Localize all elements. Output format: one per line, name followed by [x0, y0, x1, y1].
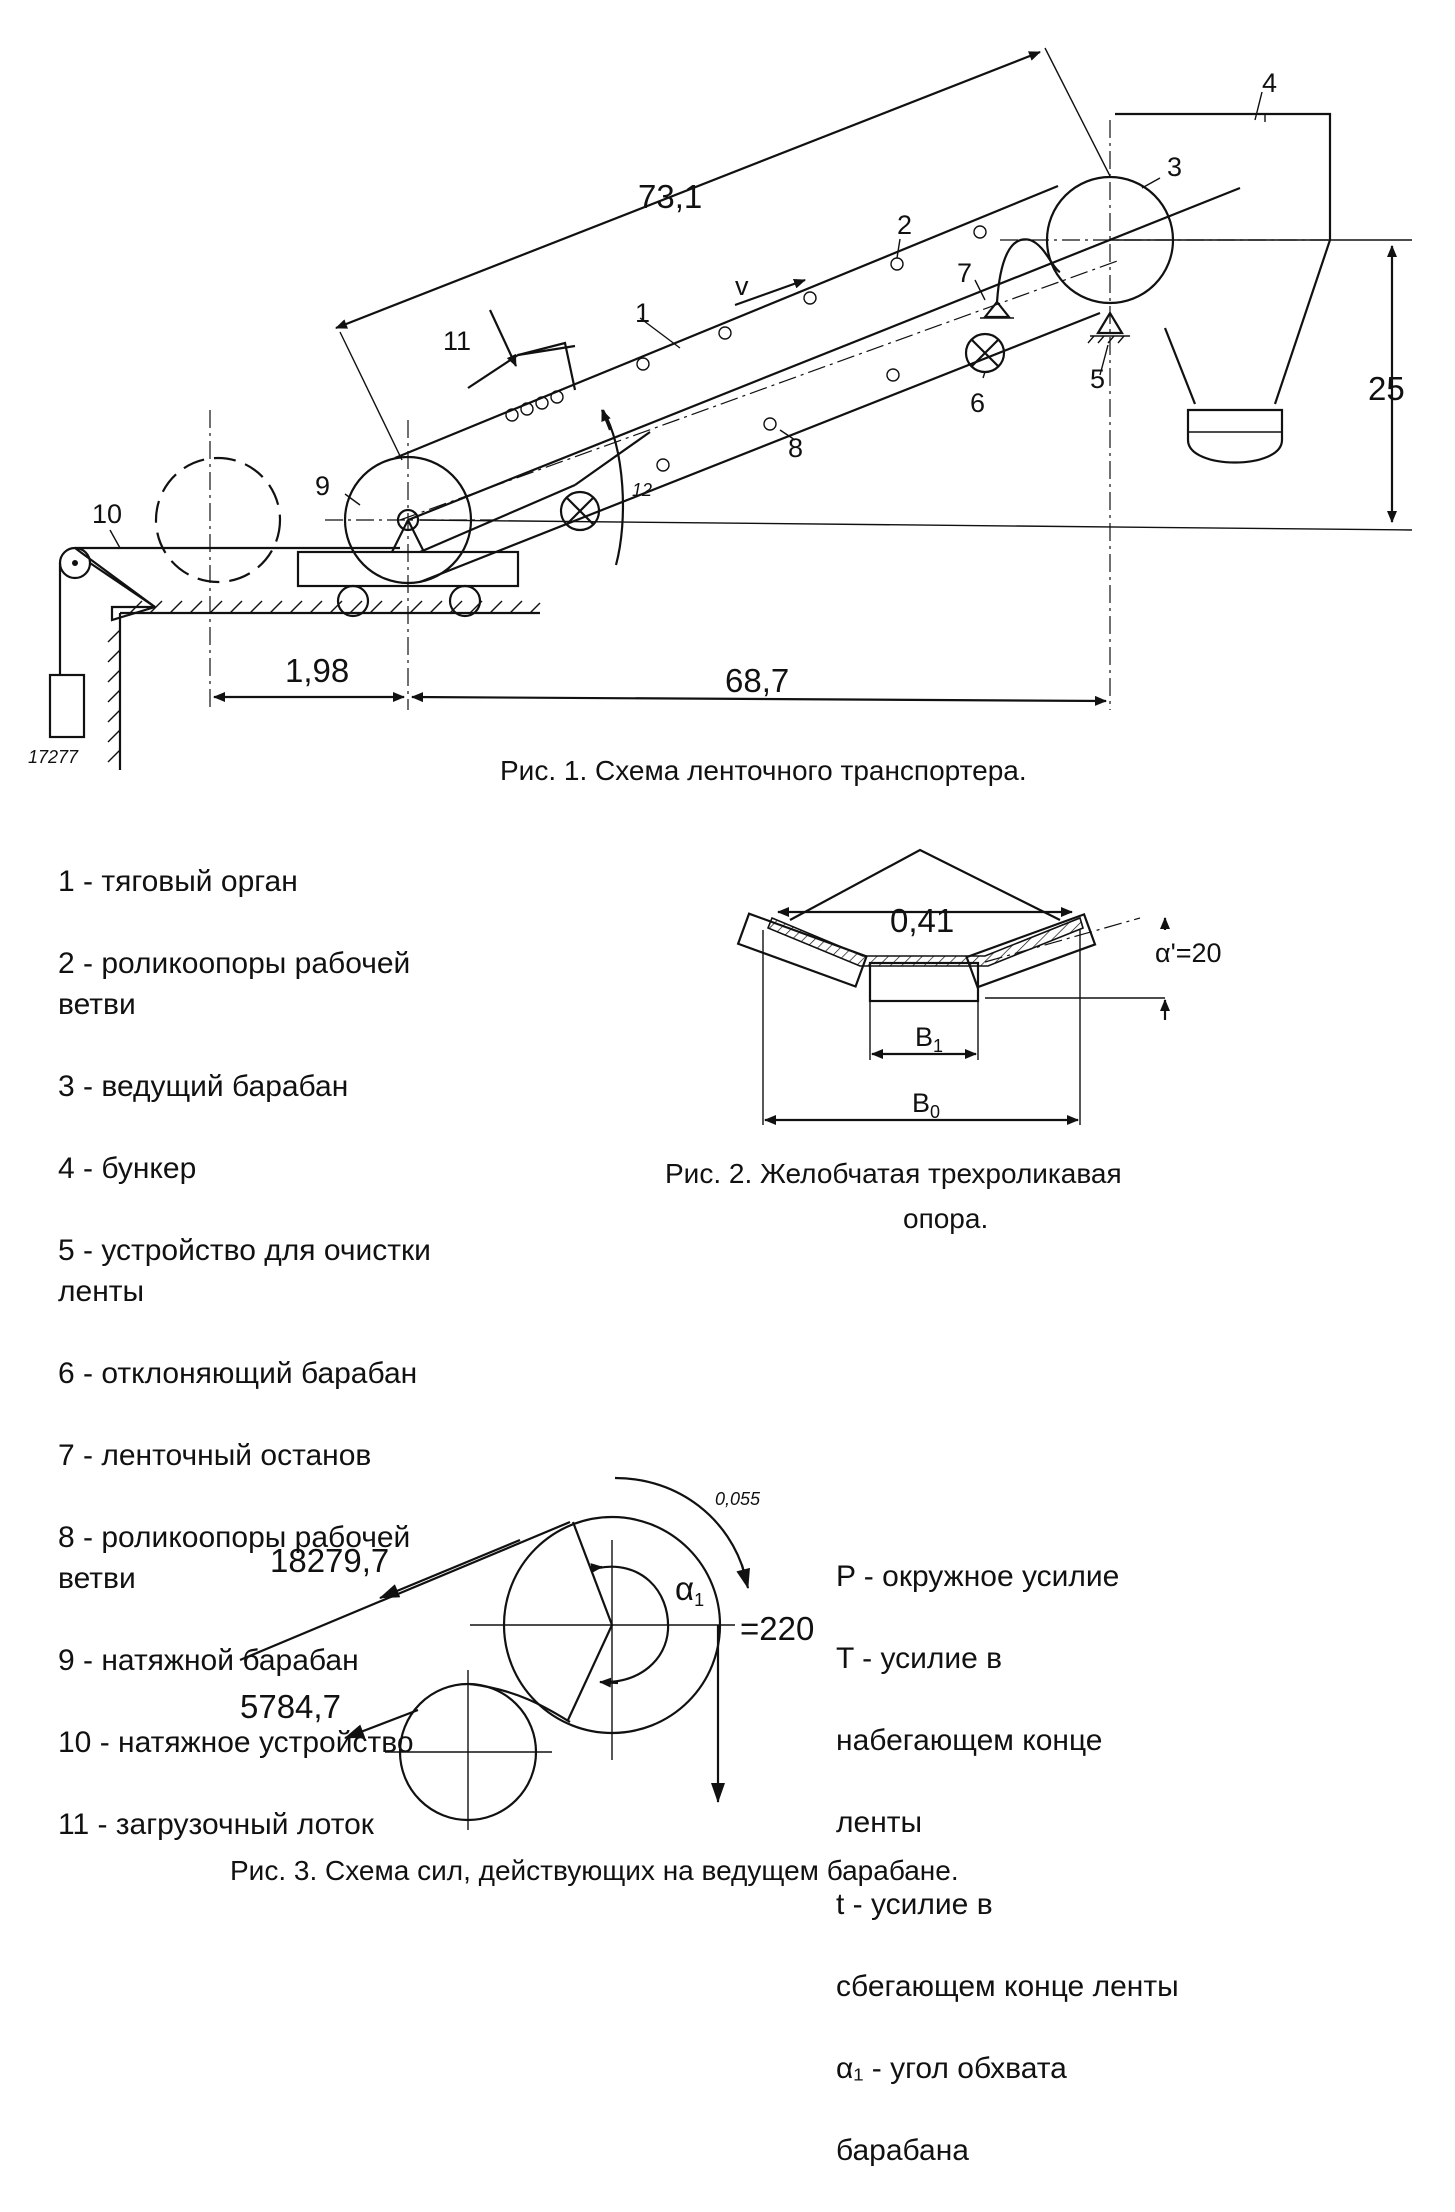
note-item: ленты: [836, 1806, 923, 1839]
fig1-legend: 1 - тяговый орган 2 - роликоопоры рабоче…: [58, 820, 498, 1886]
cleaning-device: [1087, 310, 1130, 344]
horizontal-label: 68,7: [725, 662, 789, 699]
fig3-notes: P - окружное усилие T - усилие в набегаю…: [836, 1515, 1236, 2212]
label-6: 6: [970, 388, 985, 418]
legend-item: 9 - натяжной барабан: [58, 1644, 359, 1677]
b1-label: B1: [915, 1022, 943, 1056]
legend-item: 3 - ведущий барабан: [58, 1070, 349, 1103]
angle-label: α'=20: [1155, 938, 1222, 968]
fig1-caption: Рис. 1. Схема ленточного транспортера.: [500, 755, 1027, 786]
b0-label: B0: [912, 1088, 940, 1122]
length-dimension: [335, 47, 1111, 461]
conveyor-belt: [394, 184, 1241, 584]
upper-rollers: [636, 225, 987, 371]
fig1-conveyor-scheme: 17277: [28, 47, 1413, 786]
speed-label: v: [735, 271, 749, 301]
return-roller: [559, 490, 601, 532]
belt-section: [766, 916, 1084, 967]
hopper: [1115, 112, 1332, 464]
horizontal-dimensions: [213, 692, 1107, 706]
length-label: 73,1: [638, 178, 702, 215]
legend-item: 4 - бункер: [58, 1152, 197, 1185]
right-roller: [965, 912, 1097, 989]
force-small-arrow: [344, 1708, 419, 1740]
drive-drum: [1000, 120, 1330, 710]
center-roller: [868, 961, 980, 1003]
fig2-caption-line2: опора.: [903, 1203, 988, 1234]
label-10: 10: [92, 499, 122, 529]
leader-lines: [109, 91, 1263, 549]
legend-item: 6 - отклоняющий барабан: [58, 1357, 418, 1390]
rotation-arc: [614, 1476, 747, 1576]
force-t-label: 18279,7: [270, 1542, 389, 1579]
note-item: t - усилие в: [836, 1888, 993, 1921]
legend-item: 11 - загрузочный лоток: [58, 1808, 374, 1841]
tension-drum: [325, 420, 495, 710]
alternate-drum-position: [154, 456, 282, 584]
note-item: сбегающем конце ленты: [836, 1970, 1179, 2003]
note-item: T - усилие в: [836, 1642, 1003, 1675]
legend-item: 10 - натяжное устройство: [58, 1726, 414, 1759]
offset-label: 1,98: [285, 652, 349, 689]
ground-hatching: [107, 600, 541, 770]
label-1: 1: [635, 298, 650, 328]
counterweight: [48, 673, 86, 739]
alpha-label: α1: [675, 1570, 704, 1610]
legend-item: 2 - роликоопоры рабочей ветви: [58, 947, 411, 1021]
height-label: 25: [1368, 370, 1405, 407]
force-t-arrow: [379, 1538, 521, 1600]
height-dimension: [419, 239, 1413, 531]
label-9: 9: [315, 471, 330, 501]
alpha-value: =220: [740, 1610, 814, 1647]
legend-item: 7 - ленточный останов: [58, 1439, 372, 1472]
label-7: 7: [957, 258, 972, 288]
label-5: 5: [1090, 364, 1105, 394]
label-4: 4: [1262, 68, 1277, 98]
fig2-trough-idler: 0,41 α'=20 B1 B0 Рис. 2. Желобчатая трех…: [665, 848, 1222, 1234]
load-outline: [789, 848, 1061, 921]
label-8: 8: [788, 433, 803, 463]
legend-item: 8 - роликоопоры рабочей ветви: [58, 1521, 411, 1595]
label-2: 2: [897, 210, 912, 240]
fig3-drum-forces: 18279,7 5784,7 0,055 α1 =220 Рис. 3. Схе…: [230, 1476, 959, 1886]
fig3-caption: Рис. 3. Схема сил, действующих на ведуще…: [230, 1855, 959, 1886]
note-item: α₁ - угол обхвата: [836, 2052, 1067, 2085]
note-item: P - окружное усилие: [836, 1560, 1120, 1593]
drawing-canvas: 17277: [28, 47, 1413, 1886]
legend-item: 5 - устройство для очистки ленты: [58, 1234, 431, 1308]
tension-device: 17277: [28, 546, 400, 767]
fig2-caption-line1: Рис. 2. Желобчатая трехроликавая: [665, 1158, 1122, 1189]
force-small-label: 5784,7: [240, 1688, 341, 1725]
loading-chute: [467, 309, 577, 422]
note-item: барабана: [836, 2134, 969, 2167]
lower-rollers: [656, 368, 900, 472]
angle-label: 12: [632, 480, 652, 500]
legend-item: 1 - тяговый орган: [58, 865, 298, 898]
angle-arc: [602, 409, 625, 566]
weight-label: 17277: [28, 747, 79, 767]
width-label: 0,41: [890, 902, 954, 939]
note-item: набегающем конце: [836, 1724, 1103, 1757]
label-3: 3: [1167, 152, 1182, 182]
label-11: 11: [443, 326, 471, 356]
inner-arc: [597, 1565, 670, 1684]
rate-label: 0,055: [715, 1489, 761, 1509]
